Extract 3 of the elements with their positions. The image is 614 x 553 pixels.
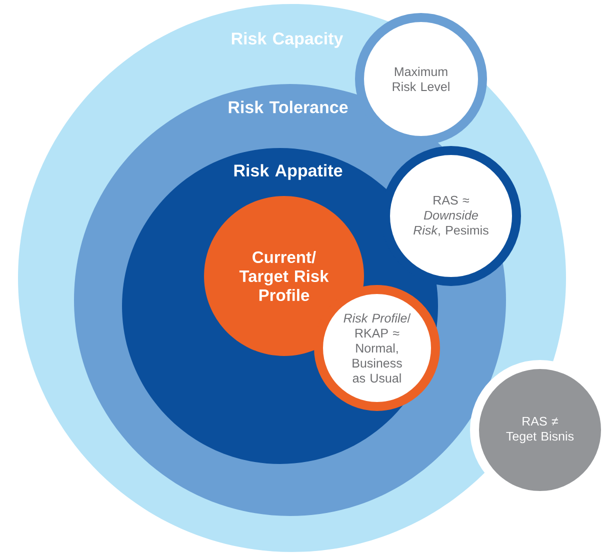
band-label: Risk Tolerance [228, 100, 348, 114]
band-label: Risk Appatite [234, 164, 342, 180]
band-label: Risk Capacity [232, 32, 344, 48]
